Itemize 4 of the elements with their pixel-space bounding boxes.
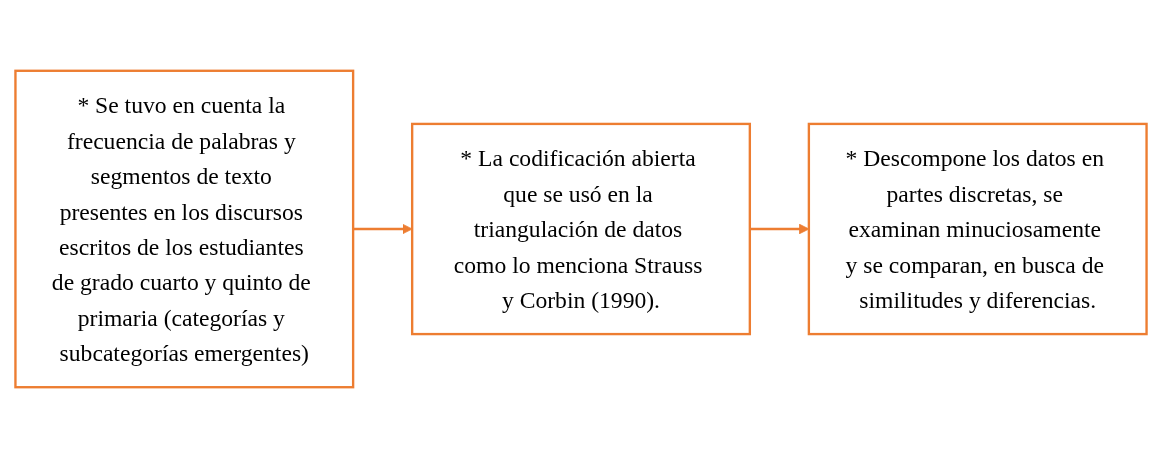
arrow — [353, 223, 413, 235]
node-box: * Se tuvo en cuenta la frecuencia de palabras y segmentos de texto presentes en los discursos escritos de los estudiantes de grado cuarto y quinto de primaria (categorías y subcategorías emergentes) — [14, 69, 355, 389]
node-box: * La codificación abierta que se usó en la triangulación de datos como lo menciona Strauss y Corbin (1990). — [411, 122, 751, 336]
node-box: * Descompone los datos en partes discretas, se examinan minuciosamente y se comparan, en busca de similitudes y diferencias. — [807, 122, 1148, 336]
